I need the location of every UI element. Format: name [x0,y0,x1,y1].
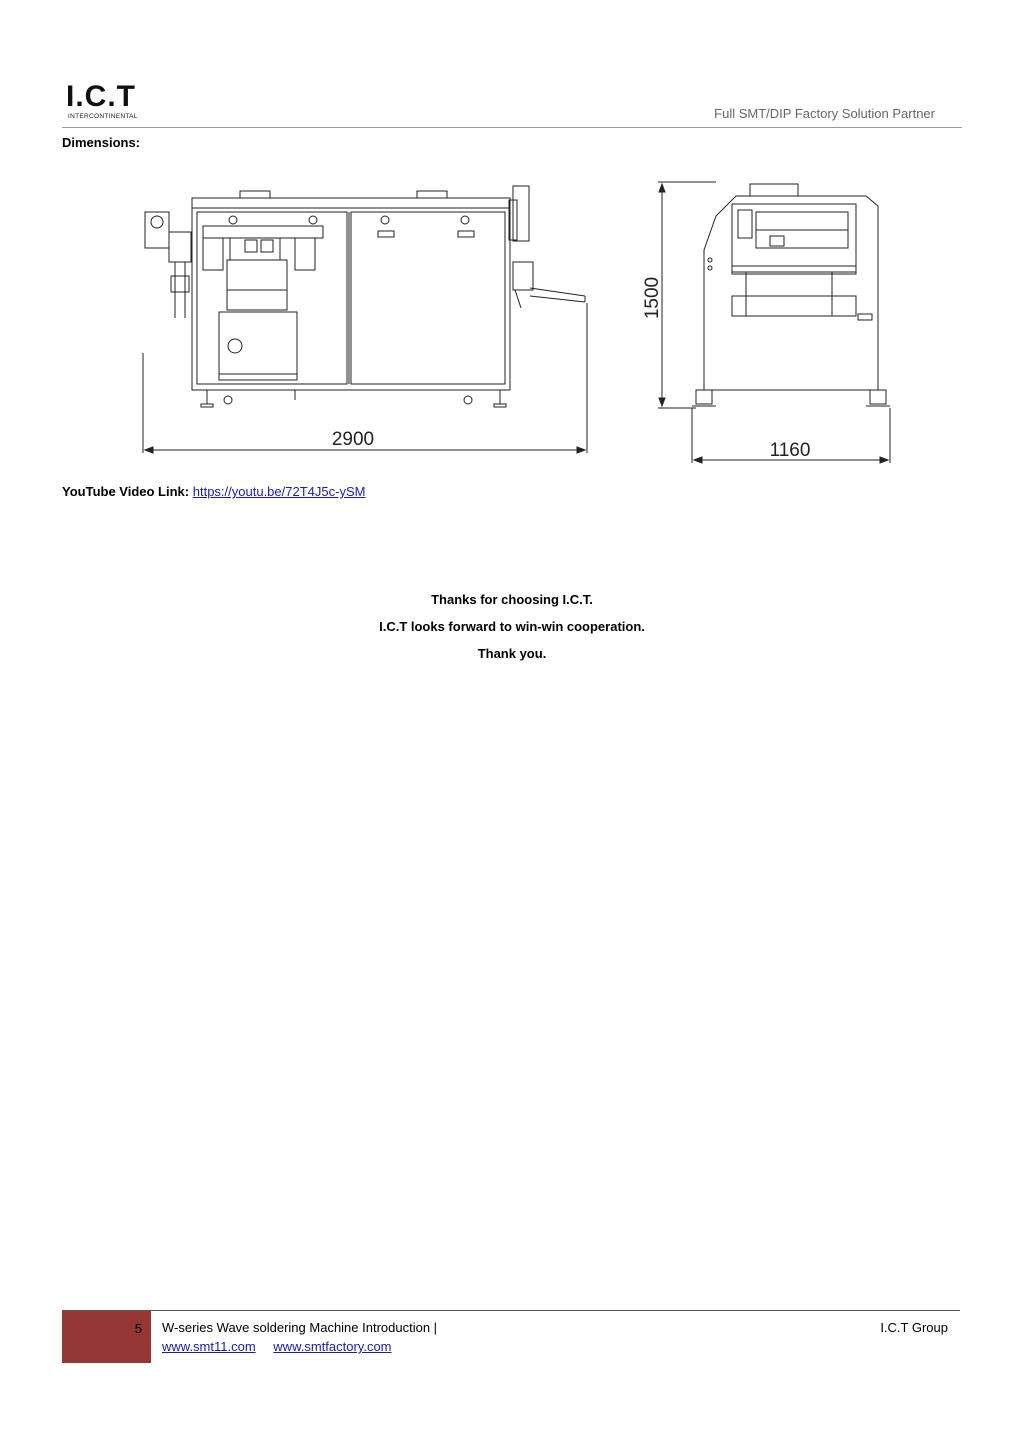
youtube-label: YouTube Video Link: [62,484,190,499]
closing-line-2: I.C.T looks forward to win-win cooperati… [379,619,645,634]
logo-subtext: INTERCONTINENTAL [68,113,138,120]
header-tagline: Full SMT/DIP Factory Solution Partner [714,106,935,121]
logo-text: I.C.T [66,80,136,113]
dimensions-heading: Dimensions: [62,135,141,150]
closing-line-1: Thanks for choosing I.C.T. [431,592,593,607]
footer-link-smtfactory[interactable]: www.smtfactory.com [273,1339,392,1354]
front-width-dimension: 2900 [332,429,374,450]
company-logo: I.C.T INTERCONTINENTAL [66,82,158,122]
side-width-dimension: 1160 [770,440,811,461]
youtube-link[interactable]: https://youtu.be/72T4J5c-ySM [192,484,366,499]
youtube-link-row: YouTube Video Link: https://youtu.be/72T… [62,484,365,499]
front-view-drawing: 2900 [142,185,588,454]
footer-links: www.smt11.com www.smtfactory.com [162,1339,406,1354]
footer-accent-block [62,1311,151,1363]
footer-divider [62,1310,960,1311]
footer-title: W-series Wave soldering Machine Introduc… [162,1320,438,1335]
page-number: 5 [134,1321,142,1336]
header-divider [62,127,962,128]
side-view-drawing: 1500 1160 [642,181,891,464]
side-height-dimension: 1500 [642,277,663,319]
closing-line-3: Thank you. [477,646,547,661]
footer-company: I.C.T Group [880,1320,948,1335]
footer-link-smt11[interactable]: www.smt11.com [162,1339,256,1354]
